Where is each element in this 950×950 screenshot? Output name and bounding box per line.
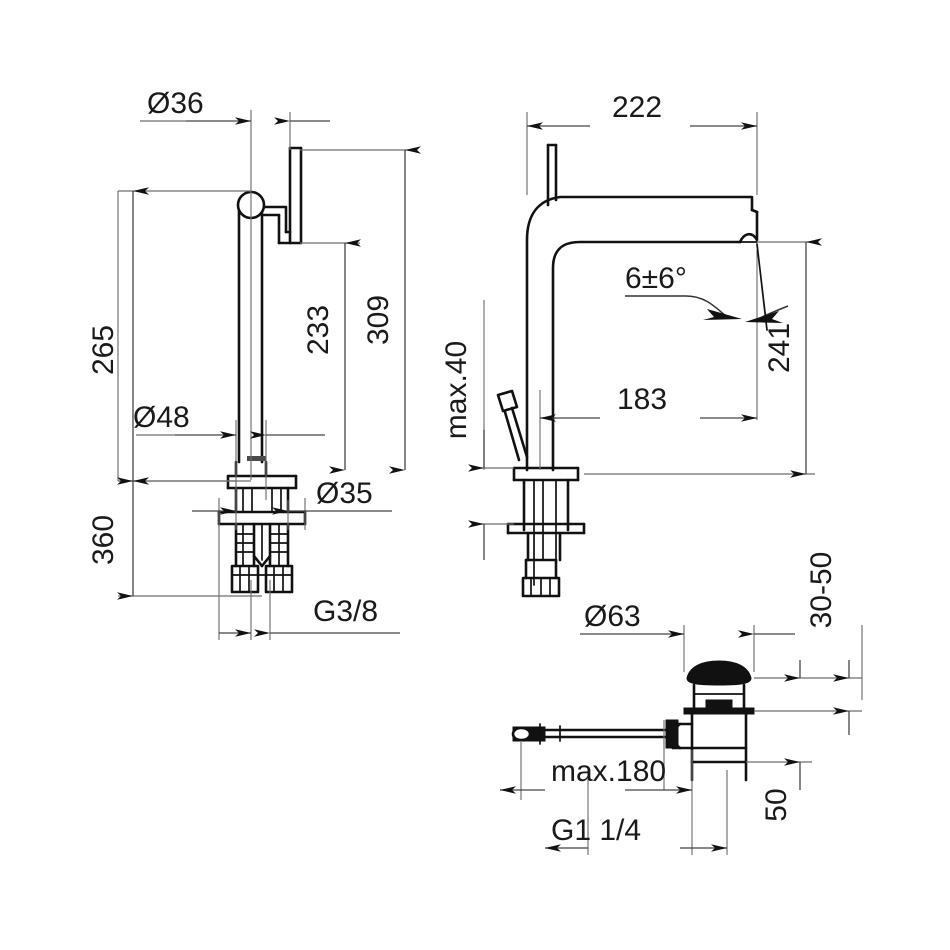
dim-label-309: 309 — [362, 295, 395, 345]
side-view-geometry — [496, 143, 759, 598]
dim-label-222: 222 — [612, 91, 662, 124]
front-view-geometry — [217, 146, 307, 594]
dim-label-183: 183 — [617, 383, 667, 416]
front-view-dimensions: Ø36 265 233 309 Ø48 Ø35 360 G3/8 — [87, 87, 421, 637]
dim-label-g114: G1 1/4 — [551, 814, 641, 847]
dim-label-265: 265 — [87, 325, 120, 375]
dim-label-max40: max.40 — [440, 341, 473, 439]
side-view-dimensions: 222 241 183 max.40 6±6° — [440, 91, 822, 560]
dim-label-g38: G3/8 — [313, 595, 378, 628]
dim-label-angle: 6±6° — [625, 262, 687, 295]
dim-label-max180: max.180 — [551, 755, 666, 788]
dim-label-360: 360 — [87, 515, 120, 565]
brand-mark — [247, 456, 266, 461]
dim-label-233: 233 — [302, 305, 335, 355]
dim-label-50: 50 — [760, 788, 793, 821]
dim-label-d63: Ø63 — [584, 600, 641, 633]
waste-view-dimensions: Ø63 30-50 50 max.180 G1 1/4 — [500, 552, 850, 852]
waste-view-geometry — [511, 660, 755, 782]
dim-label-241: 241 — [763, 323, 796, 373]
dim-label-d36: Ø36 — [147, 87, 204, 120]
dim-label-d35: Ø35 — [316, 477, 373, 510]
dim-label-30-50: 30-50 — [805, 552, 838, 629]
dim-label-d48: Ø48 — [133, 401, 190, 434]
